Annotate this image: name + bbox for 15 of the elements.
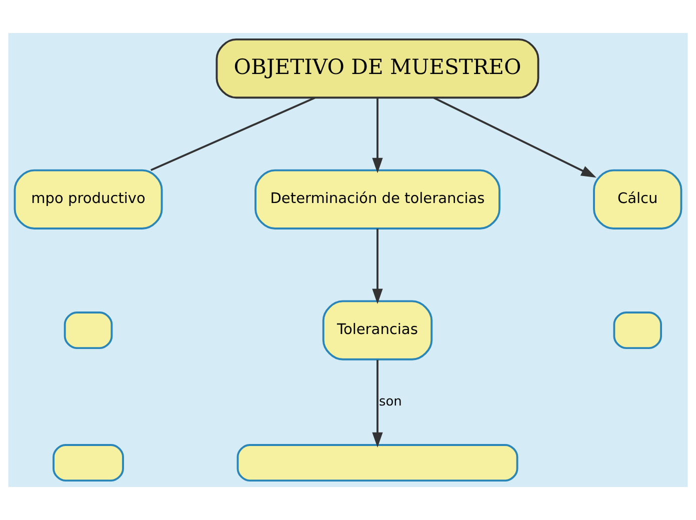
connector (150, 96, 316, 172)
node-box (613, 312, 662, 350)
arrow (372, 360, 383, 448)
arrow (372, 228, 383, 304)
arrow (372, 98, 383, 174)
node-box: mpo productivo (14, 169, 163, 230)
node-box: Cálcu (593, 169, 682, 230)
node-box (64, 312, 113, 350)
node-box: OBJETIVO DE MUESTREO (216, 38, 540, 99)
arrow (434, 96, 596, 178)
node-box (236, 444, 518, 482)
node-box (52, 444, 124, 482)
node-box: Determinación de tolerancias (254, 169, 500, 230)
node-box: Tolerancias (322, 300, 433, 360)
edge-label: son (379, 394, 402, 410)
